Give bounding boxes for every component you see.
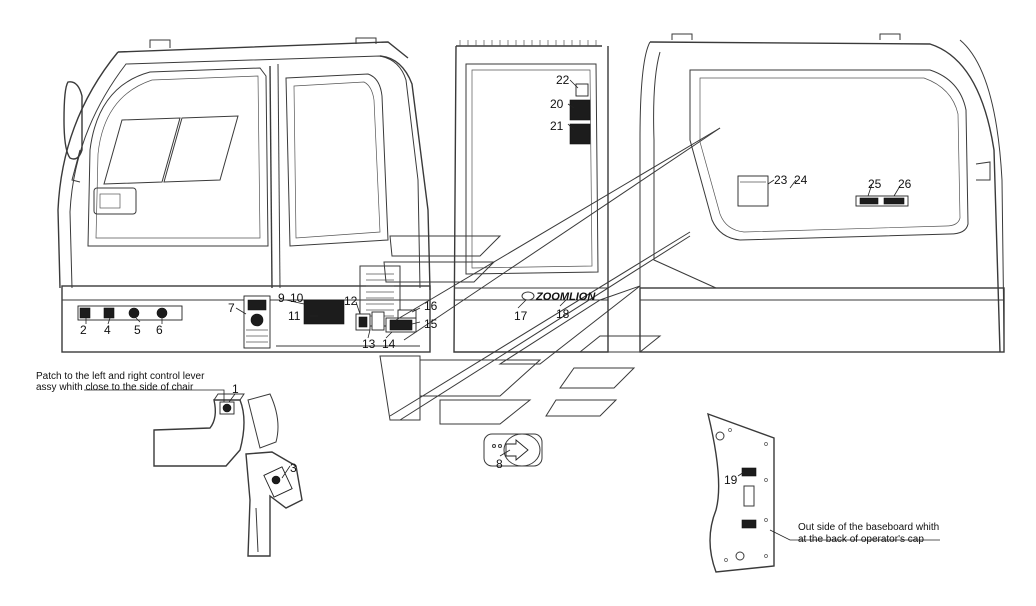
decal-7 — [243, 295, 271, 349]
decal-9-10-11 — [303, 299, 345, 325]
callout-11: 11 — [288, 309, 301, 323]
callout-14: 14 — [382, 337, 396, 351]
foot-pedal-detail — [483, 433, 543, 467]
callout-25: 25 — [868, 177, 882, 191]
callout-12: 12 — [344, 294, 358, 308]
callout-8: 8 — [496, 457, 503, 471]
callout-26: 26 — [898, 177, 912, 191]
control-lever-note-line2: assy whith close to the side of chair — [36, 382, 194, 393]
callout-24: 24 — [794, 173, 808, 187]
decal-23-24 — [737, 175, 769, 207]
decal-group-12-16 — [355, 309, 417, 333]
callout-16: 16 — [424, 299, 438, 313]
zoomlion-logo-icon — [521, 291, 535, 301]
control-lever-detail — [153, 393, 303, 557]
baseboard-note-line1: Out side of the baseboard whith — [798, 522, 939, 533]
zoomlion-brand-text: ZOOMLION — [535, 291, 596, 303]
callout-9: 9 — [278, 291, 285, 305]
baseboard-detail — [707, 412, 775, 573]
decal-row-2-6 — [77, 305, 183, 321]
callout-18: 18 — [556, 307, 570, 321]
callout-4: 4 — [104, 323, 111, 337]
callout-19: 19 — [724, 473, 738, 487]
control-lever-note-line1: Patch to the left and right control leve… — [36, 371, 205, 382]
callout-1: 1 — [232, 382, 239, 396]
mirror-icon — [63, 81, 83, 183]
callout-numbers: 1 2 3 4 5 6 7 8 9 10 11 12 13 14 15 16 1… — [80, 73, 912, 487]
decal-group-20-22 — [569, 83, 591, 145]
callout-5: 5 — [134, 323, 141, 337]
cab-right-side-view — [639, 33, 1005, 353]
leader-lines — [84, 79, 940, 541]
callout-15: 15 — [424, 317, 438, 331]
callout-7: 7 — [228, 301, 235, 315]
callout-2: 2 — [80, 323, 87, 337]
perspective-guides — [379, 127, 721, 425]
baseboard-note-line2: at the back of operator's cap — [798, 534, 924, 545]
callout-22: 22 — [556, 73, 570, 87]
callout-17: 17 — [514, 309, 528, 323]
callout-21: 21 — [550, 119, 564, 133]
callout-20: 20 — [550, 97, 564, 111]
cab-left-side-view — [57, 37, 431, 353]
callout-6: 6 — [156, 323, 163, 337]
callout-13: 13 — [362, 337, 376, 351]
callout-10: 10 — [290, 291, 304, 305]
callout-23: 23 — [774, 173, 788, 187]
decal-25-26 — [855, 195, 909, 207]
callout-3: 3 — [290, 461, 297, 475]
notes: Patch to the left and right control leve… — [36, 371, 939, 545]
cab-rear-view — [453, 40, 609, 353]
